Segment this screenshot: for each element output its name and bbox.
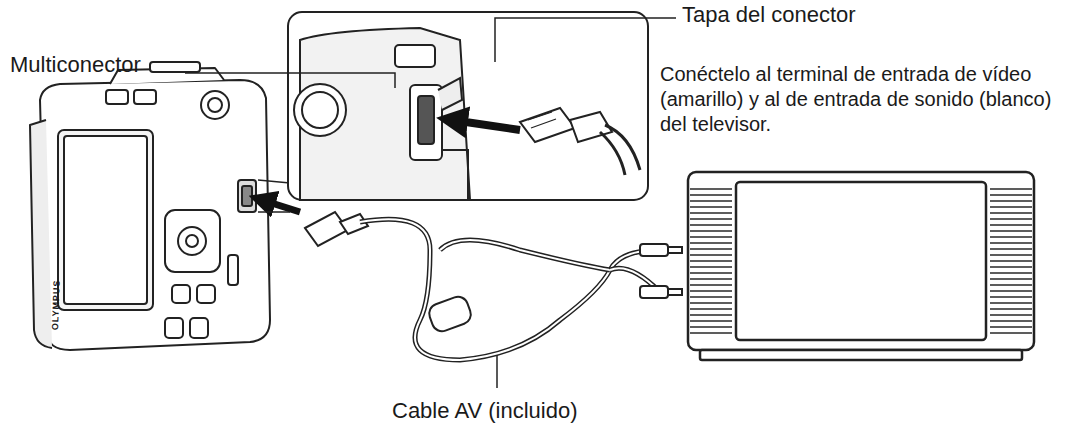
leader-line xyxy=(185,18,676,388)
camera xyxy=(30,62,270,350)
inset-detail xyxy=(288,12,648,200)
insert-arrow-detail xyxy=(452,120,520,130)
insert-arrow xyxy=(262,200,300,212)
brand-logo: OLYMPUS xyxy=(50,279,63,330)
television xyxy=(688,172,1034,360)
note-text: Conéctelo al terminal de entrada de víde… xyxy=(660,62,1072,137)
av-cable xyxy=(305,212,682,360)
part-label: Cable AV (incluido) xyxy=(392,398,577,424)
part-label: Multiconector xyxy=(10,52,141,78)
part-label: Tapa del conector xyxy=(682,2,856,28)
